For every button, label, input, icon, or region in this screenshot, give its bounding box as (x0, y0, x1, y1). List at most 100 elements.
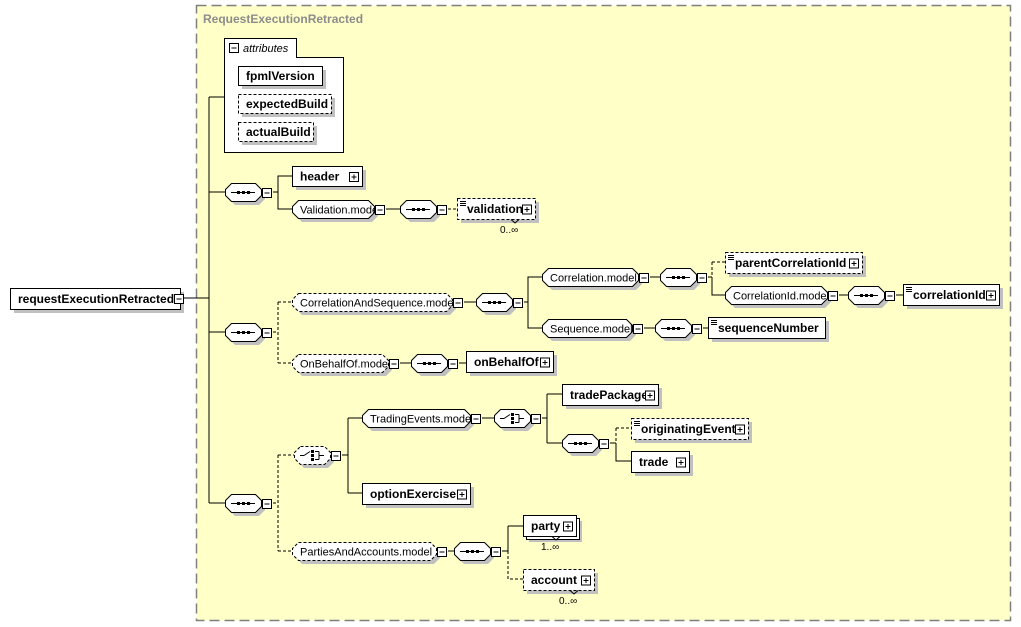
collapse-toggle[interactable] (437, 547, 447, 557)
collapse-toggle[interactable] (513, 298, 523, 308)
occurrence-label: 0..∞ (559, 596, 577, 607)
group-correlation-model[interactable]: Correlation.model (542, 268, 643, 291)
element-originatingEvent[interactable]: originatingEvent (631, 418, 753, 444)
element-label: party (531, 519, 561, 533)
element-sequenceNumber[interactable]: sequenceNumber (708, 317, 830, 343)
element-label: header (300, 170, 340, 184)
element-box[interactable] (457, 198, 536, 220)
sequence-compositor[interactable] (660, 268, 701, 291)
element-label: requestExecutionRetracted (18, 292, 174, 306)
choice-compositor[interactable] (294, 446, 335, 469)
group-onBehalfOf-model[interactable]: OnBehalfOf.model (292, 354, 393, 377)
collapse-toggle[interactable] (331, 451, 341, 461)
collapse-toggle[interactable] (491, 547, 501, 557)
collapse-toggle[interactable] (639, 273, 649, 283)
expand-toggle[interactable] (540, 357, 550, 368)
collapse-toggle[interactable] (437, 205, 447, 215)
collapse-toggle[interactable] (633, 324, 643, 334)
group-partiesAndAccounts-model[interactable]: PartiesAndAccounts.model (292, 542, 441, 565)
sequence-compositor[interactable] (655, 319, 696, 342)
expand-toggle[interactable] (522, 204, 532, 215)
collapse-toggle[interactable] (692, 324, 702, 334)
sequence-compositor[interactable] (225, 183, 266, 206)
group-correlation-and-sequence-model[interactable]: CorrelationAndSequence.model (292, 293, 457, 316)
sequence-compositor[interactable] (225, 323, 266, 346)
collapse-toggle[interactable] (448, 359, 458, 369)
collapse-toggle[interactable] (697, 273, 707, 283)
group-tradingEvents-model[interactable]: TradingEvents.model (362, 409, 475, 432)
element-box[interactable] (562, 384, 659, 406)
element-box[interactable] (708, 317, 826, 339)
sequence-compositor[interactable] (411, 354, 452, 377)
element-box[interactable] (903, 284, 1000, 306)
sequence-dot (579, 442, 582, 445)
element-box[interactable] (238, 122, 314, 142)
attribute-actualBuild[interactable]: actualBuild (238, 122, 318, 146)
element-box[interactable] (631, 451, 690, 473)
element-box[interactable] (238, 94, 332, 114)
element-box[interactable] (631, 418, 749, 440)
expand-toggle[interactable] (349, 172, 359, 182)
element-box[interactable] (238, 66, 323, 86)
element-parentCorrelationId[interactable]: parentCorrelationId (725, 252, 867, 278)
element-onBehalfOf[interactable]: onBehalfOf (466, 351, 558, 377)
collapse-toggle[interactable] (453, 298, 463, 308)
group-shape[interactable] (292, 542, 437, 561)
occurrence-label: 0..∞ (500, 225, 518, 236)
root-collapse-toggle[interactable] (174, 294, 184, 304)
root-element[interactable]: requestExecutionRetracted (10, 288, 185, 314)
collapse-toggle[interactable] (375, 205, 385, 215)
element-box[interactable] (523, 569, 595, 591)
expand-toggle[interactable] (645, 390, 655, 401)
element-label: parentCorrelationId (735, 256, 846, 270)
sequence-compositor[interactable] (562, 434, 603, 457)
collapse-toggle[interactable] (828, 291, 838, 301)
sequence-compositor[interactable] (225, 494, 266, 517)
group-shape[interactable] (292, 293, 453, 312)
element-box[interactable] (466, 351, 554, 373)
collapse-toggle[interactable] (262, 188, 272, 198)
sequence-compositor[interactable] (400, 200, 441, 223)
element-box[interactable] (362, 483, 471, 505)
element-correlationId[interactable]: correlationId (903, 284, 1004, 310)
group-shape[interactable] (292, 200, 375, 219)
collapse-toggle[interactable] (885, 291, 895, 301)
sequence-icon (231, 502, 255, 505)
group-sequence-model[interactable]: Sequence.model (542, 319, 637, 342)
collapse-toggle[interactable] (531, 414, 541, 424)
group-shape[interactable] (542, 319, 633, 338)
expand-toggle[interactable] (457, 489, 467, 500)
expand-toggle[interactable] (563, 521, 573, 532)
expand-toggle[interactable] (676, 457, 686, 468)
expand-toggle[interactable] (581, 575, 591, 586)
group-correlationId-model[interactable]: CorrelationId.model (725, 286, 832, 309)
attribute-fpmlVersion[interactable]: fpmlVersion (238, 66, 327, 90)
collapse-toggle[interactable] (599, 439, 609, 449)
element-tradePackage[interactable]: tradePackage (562, 384, 663, 410)
sequence-compositor[interactable] (848, 286, 889, 309)
sequence-dot (247, 331, 250, 334)
element-box[interactable] (292, 166, 363, 187)
collapse-toggle[interactable] (262, 328, 272, 338)
expand-toggle[interactable] (735, 424, 745, 435)
choice-compositor[interactable] (494, 409, 535, 432)
attributes-collapse-toggle[interactable] (229, 43, 239, 53)
group-validation-model[interactable]: Validation.model (292, 200, 381, 223)
element-optionExercise[interactable]: optionExercise (362, 483, 475, 509)
expand-toggle[interactable] (986, 290, 996, 301)
expand-toggle[interactable] (849, 258, 859, 269)
element-box[interactable] (725, 252, 863, 274)
group-shape[interactable] (362, 409, 471, 428)
collapse-toggle[interactable] (471, 414, 481, 424)
sequence-compositor[interactable] (476, 293, 517, 316)
element-header[interactable]: header (292, 166, 367, 191)
sequence-compositor[interactable] (454, 542, 495, 565)
group-shape[interactable] (725, 286, 828, 305)
group-shape[interactable] (292, 354, 389, 373)
attribute-expectedBuild[interactable]: expectedBuild (238, 94, 336, 118)
collapse-toggle[interactable] (389, 359, 399, 369)
collapse-toggle[interactable] (262, 499, 272, 509)
group-shape[interactable] (542, 268, 639, 287)
